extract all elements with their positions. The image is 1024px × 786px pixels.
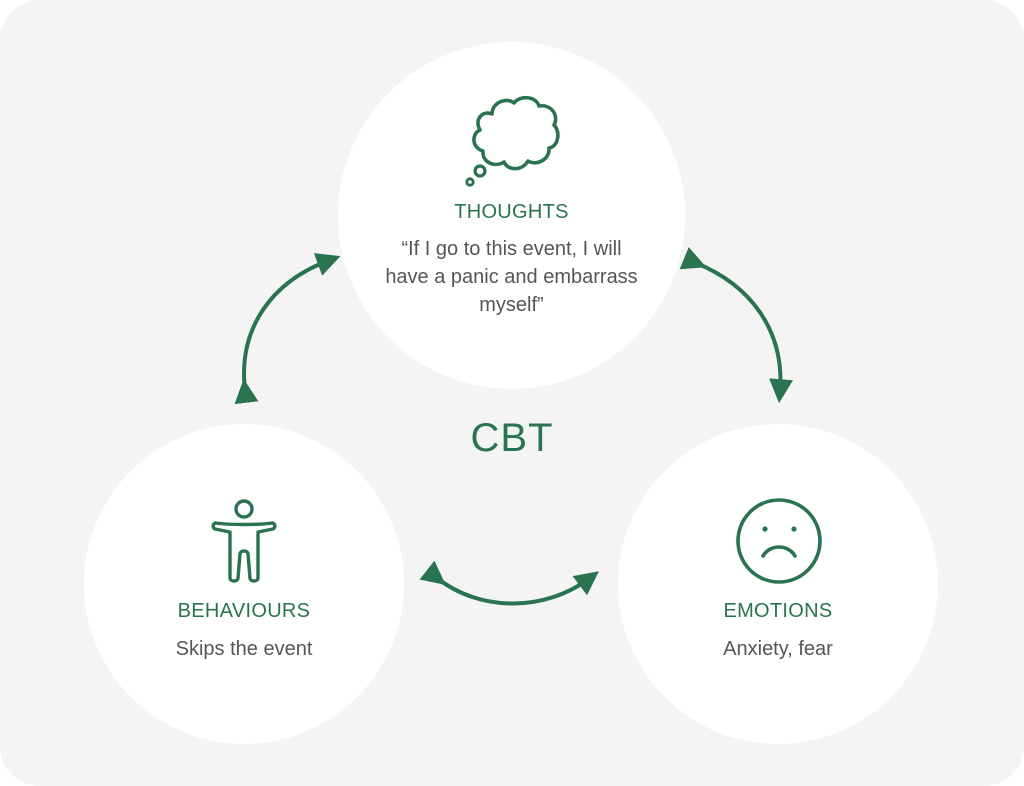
person-arms-out-icon bbox=[211, 499, 277, 583]
thought-bubble-icon bbox=[465, 95, 560, 187]
node-description: “If I go to this event, I will have a pa… bbox=[385, 238, 638, 316]
node-thoughts: THOUGHTS “If I go to this event, I will … bbox=[338, 42, 685, 389]
node-description: Skips the event bbox=[175, 638, 313, 660]
node-emotions: EMOTIONS Anxiety, fear bbox=[618, 424, 938, 744]
center-label-cbt: CBT bbox=[470, 416, 554, 460]
node-title: BEHAVIOURS bbox=[177, 600, 311, 622]
sad-face-icon bbox=[736, 498, 822, 584]
node-behaviours: BEHAVIOURS Skips the event bbox=[84, 424, 404, 744]
node-description: Anxiety, fear bbox=[723, 638, 833, 660]
node-title: EMOTIONS bbox=[723, 600, 833, 622]
node-title: THOUGHTS bbox=[454, 201, 569, 223]
